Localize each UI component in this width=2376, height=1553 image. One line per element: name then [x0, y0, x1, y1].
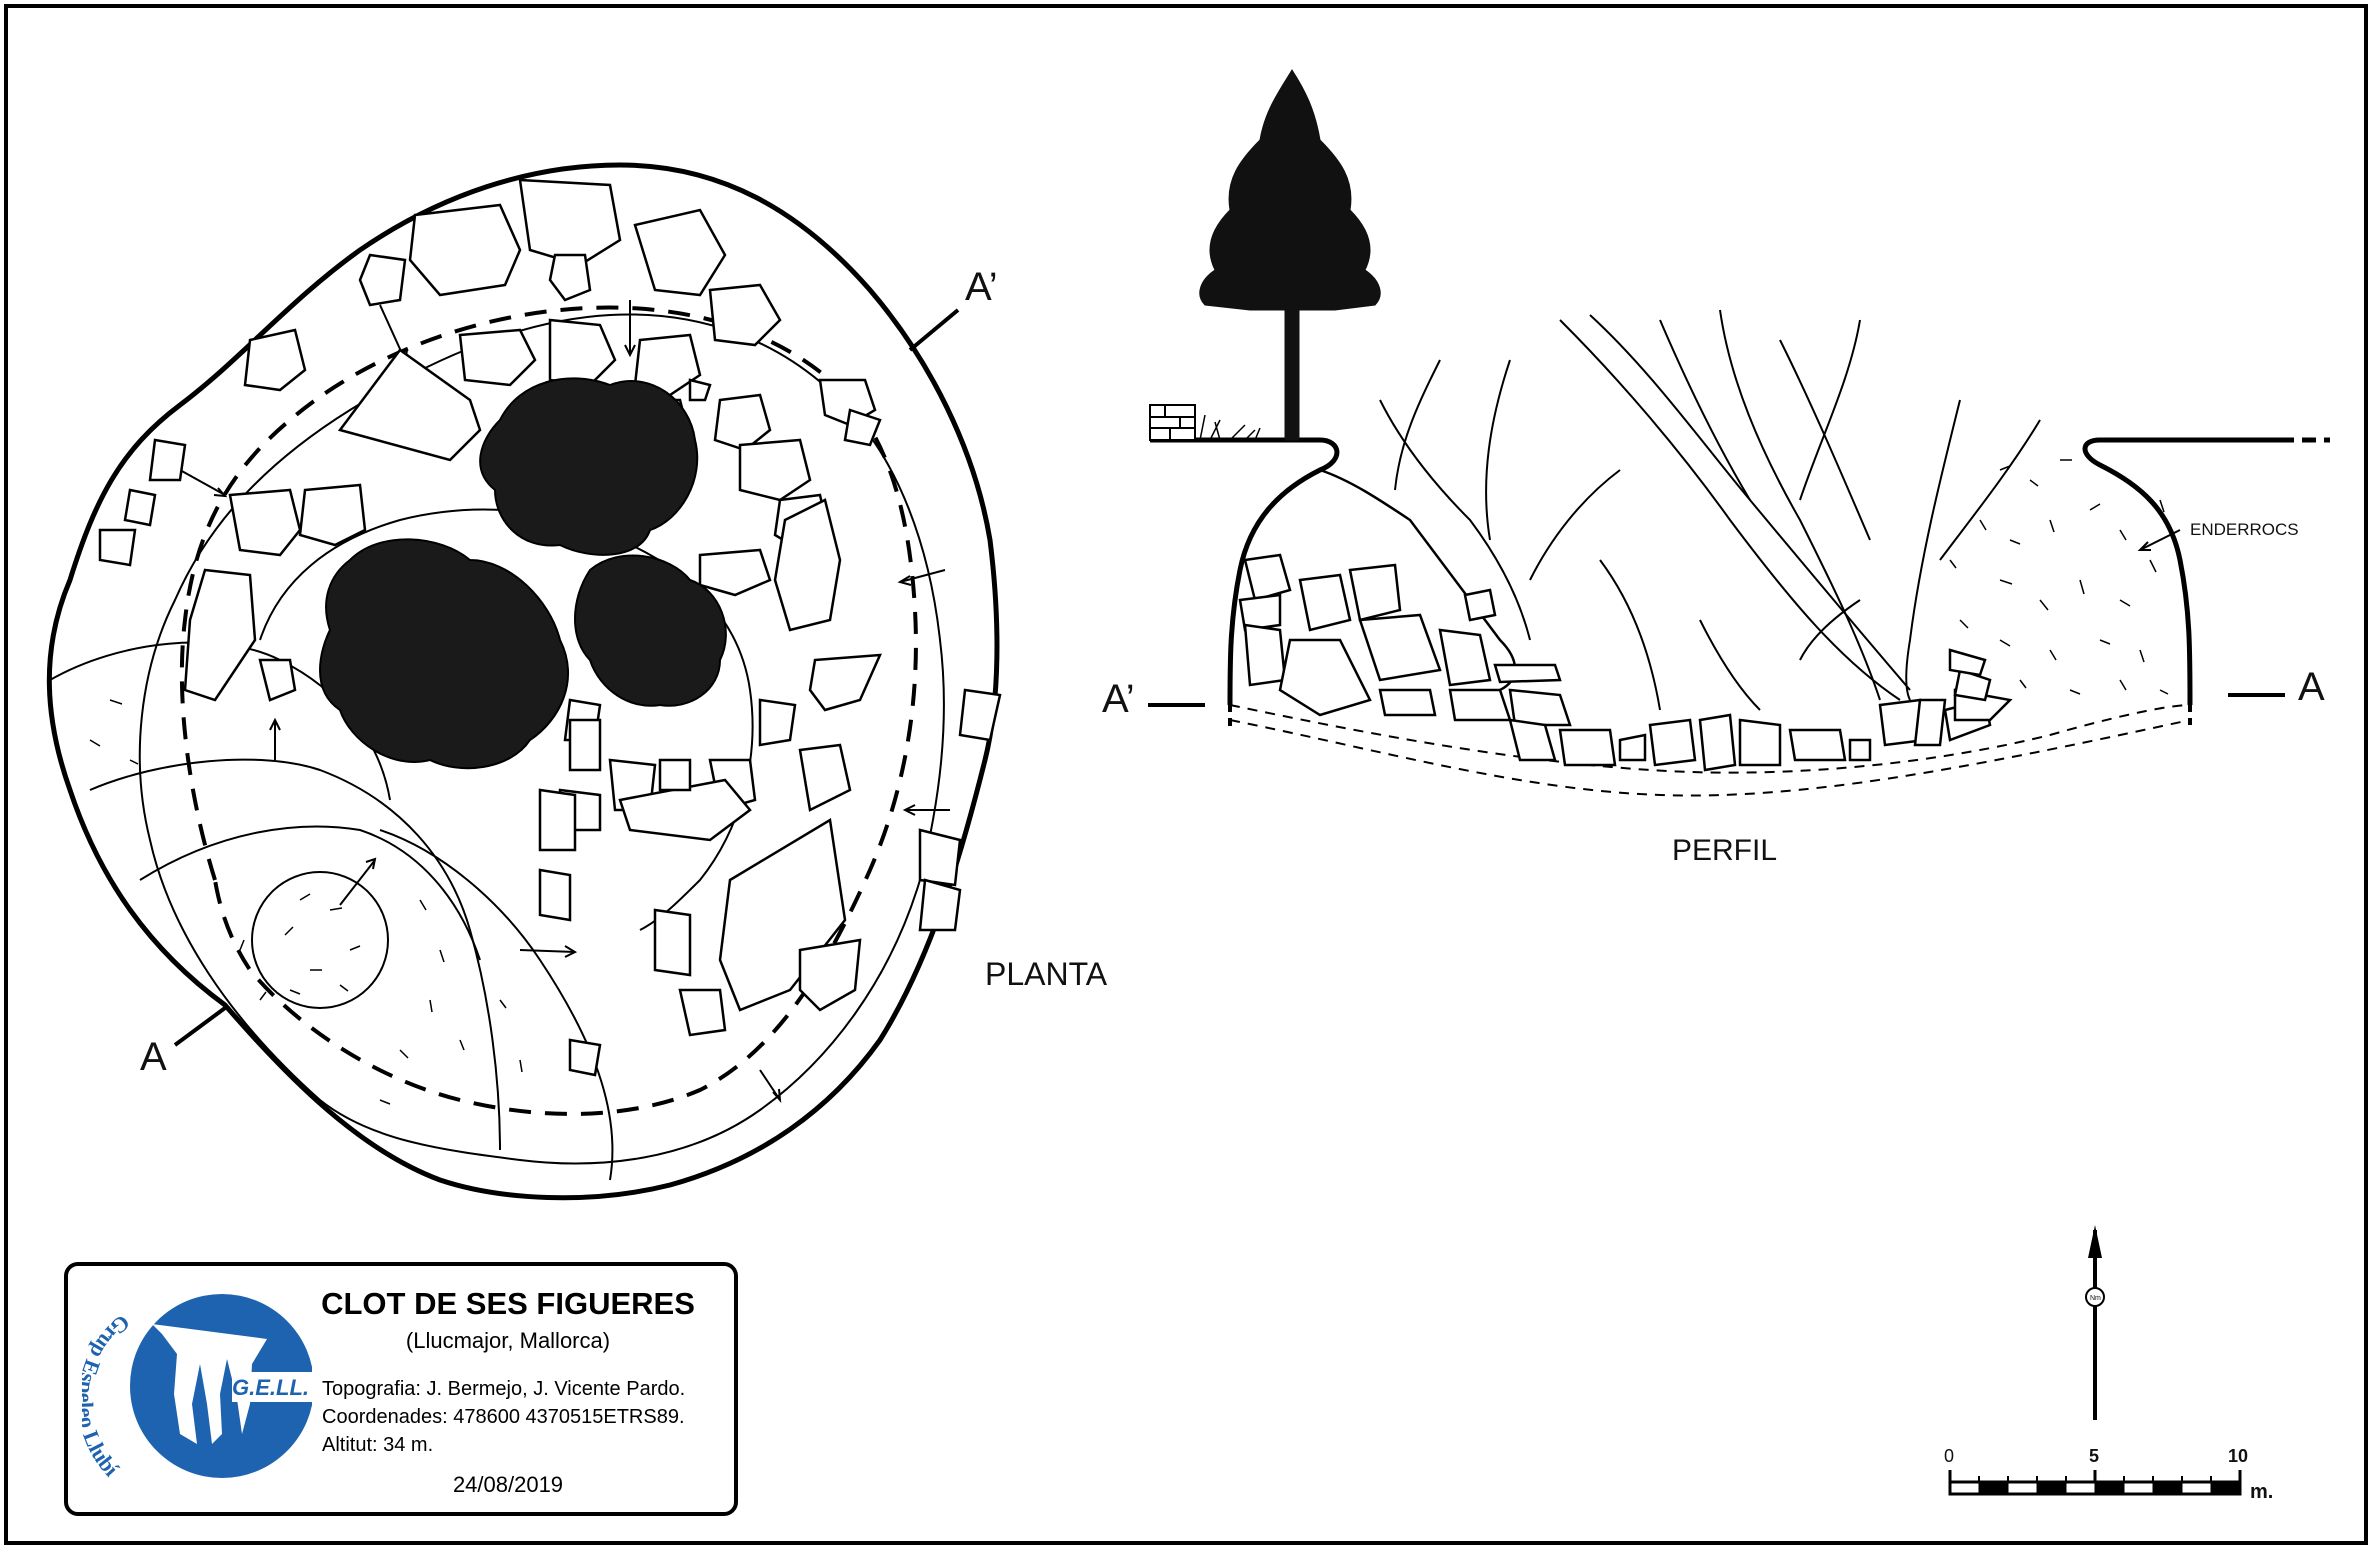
label-perfil: PERFIL — [1672, 834, 1777, 867]
altitut-line: Altitut: 34 m. — [322, 1434, 434, 1456]
slope-marks — [89, 699, 523, 1105]
section-marker-a — [173, 1006, 227, 1047]
pine-tree-icon — [1199, 69, 1381, 441]
north-arrow-icon: Nm — [2085, 1225, 2105, 1420]
profile-stone-wall — [1149, 404, 1196, 441]
profile-shrubs — [1199, 414, 1261, 441]
topografia-line: Topografia: J. Bermejo, J. Vicente Pardo… — [322, 1378, 686, 1400]
scale-tick-5: 5 — [2089, 1446, 2099, 1466]
profile-floor — [1229, 704, 2191, 774]
fig-tree-1 — [479, 377, 699, 556]
title: CLOT DE SES FIGUERES — [321, 1286, 695, 1321]
profile-view — [1148, 309, 2330, 797]
slope-line-3 — [139, 825, 481, 961]
plan-boulders — [98, 178, 1002, 1077]
scale-tick-0: 0 — [1944, 1446, 1954, 1466]
logo-ring-text: Grup Espeleo Llubí — [82, 1310, 135, 1482]
scale-tick-10: 10 — [2228, 1446, 2248, 1466]
label-section-a-prime-profile: A’ — [1102, 677, 1135, 721]
plan-view — [46, 162, 1000, 1201]
coordenades-line: Coordenades: 478600 4370515ETRS89. — [322, 1406, 685, 1428]
page-frame — [4, 4, 2368, 1545]
profile-ground-right — [2082, 437, 2280, 706]
subtitle: (Llucmajor, Mallorca) — [405, 1328, 611, 1353]
enderrocs-arrow — [2139, 529, 2181, 551]
gell-logo: G.E.LL. Grup Espeleo Llubí — [82, 1294, 312, 1482]
plan-vegetation — [319, 377, 727, 770]
logo-ring-textpath: Grup Espeleo Llubí — [82, 1310, 135, 1482]
profile-debris-dashes — [1949, 459, 2169, 695]
title-block: G.E.LL. Grup Espeleo Llubí CLOT DE SES F… — [64, 1262, 738, 1516]
profile-ground-left — [1150, 437, 1340, 706]
section-marker-a-prime — [908, 308, 960, 352]
profile-collapse-slope — [1319, 468, 1517, 692]
fig-tree-2 — [319, 538, 569, 770]
plan-dashed-outline — [179, 305, 918, 1116]
logo-stalactites — [152, 1324, 267, 1444]
logo-name: G.E.LL. — [232, 1375, 309, 1400]
scale-bar — [1948, 1470, 2242, 1496]
slope-line-2 — [89, 758, 501, 1151]
plan-outer-contour — [46, 162, 1000, 1201]
survey-date: 24/08/2019 — [452, 1472, 564, 1497]
label-section-a-plan: A — [140, 1035, 167, 1079]
sink-circle — [251, 871, 389, 1009]
profile-floor-2 — [1229, 719, 2191, 797]
enderrocs-arrowhead — [2137, 541, 2151, 551]
label-enderrocs: ENDERROCS — [2190, 520, 2299, 539]
profile-boulders — [1238, 553, 2013, 772]
scale-unit: m. — [2250, 1481, 2273, 1503]
label-section-a-profile: A — [2298, 665, 2325, 709]
slope-line-4 — [379, 829, 614, 1181]
north-arrow-label: Nm — [2090, 1295, 2101, 1302]
profile-roots — [1379, 309, 2041, 711]
label-section-a-prime-plan: A’ — [965, 265, 998, 309]
label-planta: PLANTA — [985, 956, 1108, 992]
fig-tree-3 — [574, 554, 727, 707]
